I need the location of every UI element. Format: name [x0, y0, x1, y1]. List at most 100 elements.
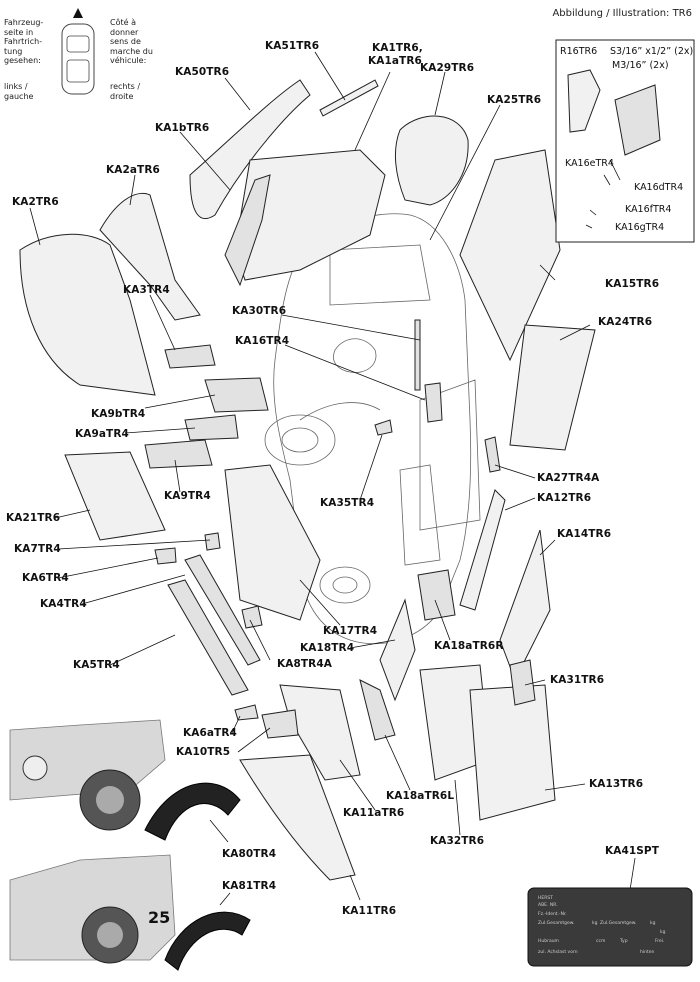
part-ka16-shape [424, 382, 443, 423]
plate-line: HERST [538, 896, 553, 901]
plate-line: Fz.-Ident.-Nr. [538, 912, 567, 917]
part-ka6a-shape [234, 704, 259, 721]
part-label: KA81TR4 [222, 880, 277, 892]
part-ka11-shape [239, 754, 356, 881]
part-label: KA14TR6 [557, 528, 612, 540]
inset-label: KA16eTR4 [565, 158, 614, 169]
racing-number: 25 [148, 908, 171, 927]
part-ka24-shape [509, 324, 596, 451]
inset-part-r16 [567, 69, 601, 133]
leader-lines [29, 51, 636, 906]
part-ka12-shape [459, 489, 506, 611]
plate-unit: kg [660, 930, 666, 935]
part-ka30-shape [414, 319, 421, 391]
part-ka2-shape [19, 233, 156, 396]
part-label: KA18aTR6R [434, 640, 504, 652]
plate-extra: Frei. [655, 939, 665, 944]
arch-ka80-shape [144, 782, 241, 841]
photo-front-car [9, 719, 166, 831]
part-ka9-shape [144, 439, 213, 469]
part-ka18-shape [379, 598, 416, 702]
part-ka18al-shape [359, 679, 396, 741]
part-label: KA15TR6 [605, 278, 660, 290]
part-label: KA80TR4 [222, 848, 277, 860]
part-ka21-shape [64, 451, 166, 541]
orientation-de-note: Fahrzeug- seite in Fahrtrich- tung geseh… [4, 18, 44, 65]
part-ka4-shape [184, 554, 261, 666]
part-label: KA30TR6 [232, 305, 287, 317]
part-label: KA11aTR6 [343, 807, 405, 819]
plate-extra: hinten [640, 950, 655, 955]
part-ka51-shape [319, 79, 379, 117]
part-label: KA9TR4 [164, 490, 211, 502]
part-ka7-shape [204, 532, 221, 551]
part-label: KA32TR6 [430, 835, 485, 847]
orientation-fr-note: Côté à donner sens de marche du véhicule… [110, 18, 153, 65]
part-ka8-shape [241, 605, 263, 629]
part-ka31-shape [509, 659, 536, 706]
plate-line: Zul.Gesamtgew. [538, 921, 575, 926]
part-label: KA1bTR6 [155, 122, 210, 134]
part-label: KA10TR5 [176, 746, 231, 758]
orientation-fr-sides: rechts / droite [110, 82, 141, 101]
part-label: KA17TR4 [323, 625, 378, 637]
arch-ka81-shape [164, 911, 251, 971]
part-ka18ar-shape [417, 569, 456, 621]
inset-label: KA16dTR4 [634, 182, 684, 193]
id-plate [527, 887, 693, 967]
part-label: KA2aTR6 [106, 164, 160, 176]
plate-line: Hubraum [538, 939, 559, 944]
part-label: KA4TR4 [40, 598, 87, 610]
part-label: KA1TR6, [372, 42, 423, 54]
part-ka5-shape [167, 579, 249, 696]
plate-line: zul. Achslast vorn [538, 950, 578, 955]
illustration-header: Abbildung / Illustration: TR6 [552, 8, 692, 19]
inset-label: S3/16” x1/2” (2x) [610, 46, 694, 57]
part-ka9b-shape [204, 377, 269, 413]
part-label: KA8TR4A [277, 658, 332, 670]
part-ka6-shape [154, 547, 177, 565]
part-label: KA27TR4A [537, 472, 600, 484]
part-label: KA16TR4 [235, 335, 290, 347]
plate-unit: kg [592, 921, 598, 926]
part-label: KA21TR6 [6, 512, 61, 524]
plate-unit: kg [650, 921, 656, 926]
part-ka17-shape [224, 464, 321, 621]
part-label: KA9bTR4 [91, 408, 146, 420]
part-label: KA6aTR4 [183, 727, 237, 739]
part-ka13-shape [469, 684, 556, 821]
part-label: KA29TR6 [420, 62, 475, 74]
part-ka3-shape [164, 344, 216, 369]
part-label: KA7TR4 [14, 543, 61, 555]
photo-rear-car [9, 854, 176, 964]
part-label: KA6TR4 [22, 572, 69, 584]
part-label: KA41SPT [605, 845, 659, 857]
part-ka1b-shape [224, 174, 271, 287]
part-label: KA18TR4 [300, 642, 355, 654]
orientation-de-sides: links / gauche [4, 82, 34, 101]
part-label: KA5TR4 [73, 659, 120, 671]
part-ka10-shape [261, 709, 299, 739]
part-label: KA13TR6 [589, 778, 644, 790]
plate-line: ABE. NR. [538, 903, 558, 908]
part-label: KA9aTR4 [75, 428, 129, 440]
part-ka15-shape [459, 149, 561, 362]
inset-label: KA16fTR4 [625, 204, 672, 215]
part-ka9a-shape [184, 414, 239, 441]
part-label: KA18aTR6L [386, 790, 455, 802]
inset-label: M3/16” (2x) [612, 60, 669, 71]
part-ka2a-shape [99, 192, 201, 321]
part-label: KA11TR6 [342, 905, 397, 917]
part-ka27-shape [484, 436, 501, 473]
part-label: KA12TR6 [537, 492, 592, 504]
part-label: KA31TR6 [550, 674, 605, 686]
plate-line: Zul.Gesamtgew. [600, 921, 637, 926]
inset-bracket [614, 84, 661, 156]
part-label: KA35TR4 [320, 497, 375, 509]
part-ka35-shape [374, 419, 393, 436]
part-label: KA1aTR6 [368, 55, 422, 67]
orientation-car [61, 8, 95, 95]
part-label: KA51TR6 [265, 40, 320, 52]
